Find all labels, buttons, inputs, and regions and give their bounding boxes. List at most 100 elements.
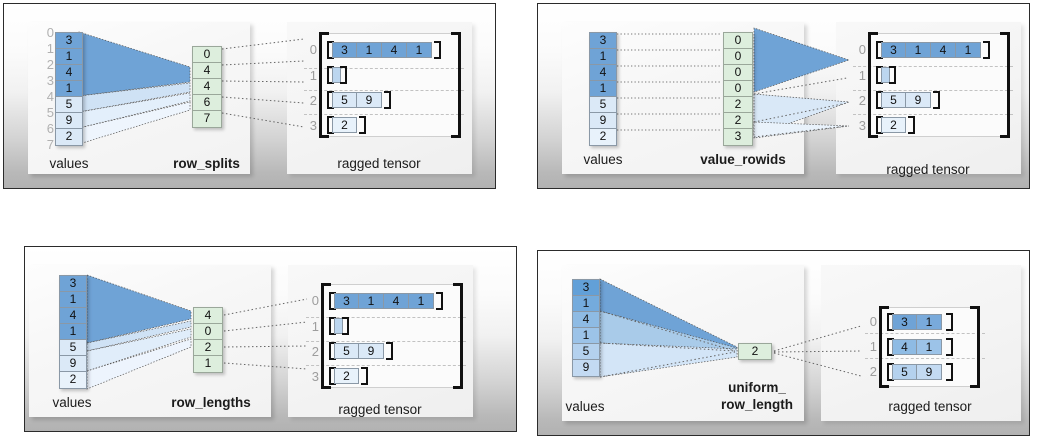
row-splits-cell: 6 (193, 95, 221, 111)
ragged-row-divider (304, 114, 464, 115)
row-bracket-left (887, 363, 894, 381)
ragged-row: 2 (876, 116, 916, 134)
ragged-cell: 2 (881, 117, 906, 133)
value-cell: 3 (56, 33, 82, 49)
value-cell: 9 (573, 360, 599, 376)
ragged-cell: 3 (881, 42, 906, 58)
ragged-row: 3 1 4 1 (876, 41, 990, 59)
ragged-row: 5 9 (876, 91, 940, 109)
row-cells: 3 1 4 1 (881, 42, 981, 58)
value-rowids-cell: 0 (724, 65, 752, 81)
row-bracket-left (876, 91, 883, 109)
outer-bracket-right (1000, 32, 1010, 138)
caption-values: values (565, 399, 605, 414)
row-bracket-right (946, 363, 953, 381)
value-index: 1 (46, 41, 54, 56)
value-index: 3 (46, 73, 54, 88)
ragged-row-divider (853, 114, 1013, 115)
ragged-cell: 1 (956, 42, 981, 58)
ragged-row: 3 1 4 1 (329, 292, 443, 310)
value-cell: 5 (573, 344, 599, 360)
row-bracket-left (329, 292, 336, 310)
row-bracket-left (327, 66, 334, 84)
values-column-uniform-row-length: 3 1 4 1 5 9 (572, 279, 600, 377)
outer-bracket-left (868, 32, 878, 138)
ragged-cell: 3 (332, 42, 357, 58)
caption-ragged-tensor: ragged tensor (338, 402, 422, 417)
ragged-cell: 1 (917, 314, 942, 330)
row-bracket-right (933, 91, 940, 109)
caption-values: values (52, 395, 92, 410)
values-column-row-lengths: 3 1 4 1 5 9 2 (59, 275, 87, 389)
row-bracket-right (384, 91, 391, 109)
value-cell: 1 (56, 81, 82, 97)
value-cell: 9 (590, 113, 616, 129)
value-cell: 1 (60, 292, 86, 308)
value-rowids-cell: 0 (724, 33, 752, 49)
value-cell: 2 (56, 129, 82, 145)
row-cells: 5 9 (332, 92, 382, 108)
values-column-value-rowids: 3 1 4 1 5 9 2 (589, 32, 617, 146)
caption-ragged-tensor: ragged tensor (888, 399, 972, 414)
ragged-row-index: 3 (858, 118, 866, 133)
panel-value-rowids: 3 1 4 1 5 9 2 0 0 0 0 2 2 3 values value… (537, 3, 1030, 189)
value-cell: 3 (60, 276, 86, 292)
ragged-row-divider (865, 358, 985, 359)
ragged-cell: 4 (382, 42, 407, 58)
ragged-row-divider (306, 365, 466, 366)
row-splits-column: 0 4 4 6 7 (192, 46, 222, 128)
row-lengths-cell: 1 (194, 356, 222, 372)
ragged-cell: 9 (359, 343, 384, 359)
caption-encoding-value-rowids: value_rowids (700, 152, 786, 167)
row-bracket-right (342, 317, 349, 335)
value-cell: 1 (590, 81, 616, 97)
value-cell: 4 (60, 308, 86, 324)
row-bracket-right (908, 116, 915, 134)
value-index: 4 (46, 89, 54, 104)
value-cell: 9 (60, 356, 86, 372)
panel-row-lengths: 3 1 4 1 5 9 2 4 0 2 1 values row_lengths… (24, 246, 517, 432)
value-cell: 5 (60, 340, 86, 356)
ragged-cell: 1 (357, 42, 382, 58)
ragged-row-index: 0 (311, 293, 319, 308)
ragged-row-index: 2 (311, 344, 319, 359)
ragged-row-divider (853, 66, 1013, 67)
row-bracket-right (946, 313, 953, 331)
row-lengths-cell: 2 (194, 340, 222, 356)
row-splits-cell: 4 (193, 79, 221, 95)
value-cell: 4 (590, 65, 616, 81)
row-bracket-left (327, 116, 334, 134)
ragged-row-index: 3 (309, 118, 317, 133)
value-rowids-cell: 3 (724, 129, 752, 145)
row-bracket-right (946, 338, 953, 356)
ragged-cell: 4 (892, 339, 917, 355)
value-cell: 5 (590, 97, 616, 113)
value-cell: 1 (56, 49, 82, 65)
row-cells: 3 1 4 1 (334, 293, 434, 309)
row-lengths-column: 4 0 2 1 (193, 307, 223, 373)
value-cell: 4 (573, 312, 599, 328)
row-bracket-left (887, 338, 894, 356)
empty-row-cell (334, 318, 343, 334)
caption-encoding-row-splits: row_splits (173, 156, 240, 171)
row-cells: 5 9 (892, 364, 942, 380)
row-bracket-left (329, 367, 336, 385)
uniform-row-length-box: 2 (738, 343, 772, 360)
ragged-row-divider (865, 333, 985, 334)
ragged-row (876, 66, 896, 84)
row-bracket-left (329, 317, 336, 335)
outer-bracket-right (453, 283, 463, 389)
value-cell: 4 (56, 65, 82, 81)
ragged-row-index: 2 (309, 93, 317, 108)
row-cells: 2 (332, 117, 357, 133)
value-index: 6 (46, 121, 54, 136)
row-cells: 4 1 (892, 339, 942, 355)
ragged-row-index: 2 (858, 93, 866, 108)
ragged-row-index: 1 (309, 68, 317, 83)
ragged-row: 3 1 4 1 (327, 41, 441, 59)
row-splits-cell: 0 (193, 47, 221, 63)
outer-bracket-right (970, 306, 980, 388)
row-bracket-right (386, 342, 393, 360)
row-lengths-cell: 0 (194, 324, 222, 340)
value-cell: 2 (590, 129, 616, 145)
